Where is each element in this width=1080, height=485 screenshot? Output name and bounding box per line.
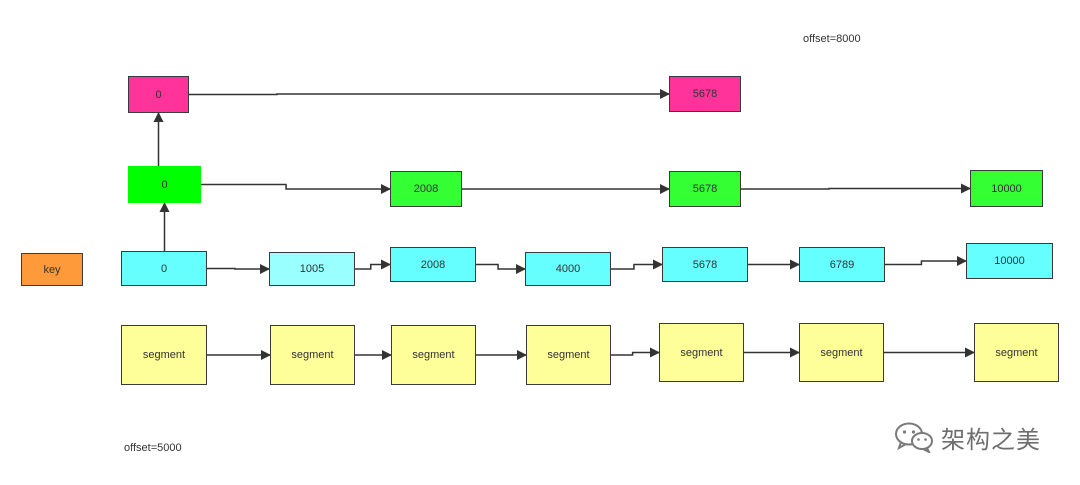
watermark: 架构之美	[893, 420, 1041, 454]
level0-node: 2008	[390, 247, 476, 282]
wechat-icon	[895, 422, 933, 453]
level2-node: 0	[128, 76, 189, 113]
level1-node: 2008	[390, 171, 462, 207]
level0-link-arrow	[885, 256, 967, 266]
segment-node: segment	[799, 323, 884, 382]
level0-node: 5678	[662, 247, 748, 282]
level0-node: 0	[121, 251, 207, 286]
segment-link-arrow	[611, 347, 660, 358]
level0-link-arrow	[355, 259, 391, 270]
key-node: key	[21, 253, 83, 286]
segment-node: segment	[121, 325, 207, 385]
segment-node: segment	[974, 323, 1059, 382]
level1-link-arrow	[741, 183, 971, 194]
level0-node: 10000	[966, 243, 1053, 279]
bottom-offset-label: offset=5000	[124, 442, 182, 454]
level0-node: 6789	[799, 247, 885, 282]
level0-link-arrow	[611, 259, 663, 270]
level0-link-arrow	[476, 263, 526, 274]
level2-node: 5678	[669, 76, 741, 112]
segment-node: segment	[391, 325, 476, 385]
level0-node: 1005	[269, 252, 355, 286]
watermark-text: 架构之美	[941, 425, 1041, 454]
level0-link-arrow	[207, 264, 270, 274]
level0-node: 4000	[525, 252, 611, 286]
level1-link-arrow	[201, 183, 391, 194]
level2-link-arrow	[189, 89, 670, 99]
level1-head-node: 0	[128, 166, 201, 203]
level1-node: 5678	[669, 171, 741, 207]
level1-node: 10000	[970, 170, 1043, 207]
segment-node: segment	[270, 325, 355, 385]
segment-node: segment	[526, 325, 611, 385]
top-offset-label: offset=8000	[803, 33, 861, 45]
segment-node: segment	[659, 323, 744, 382]
